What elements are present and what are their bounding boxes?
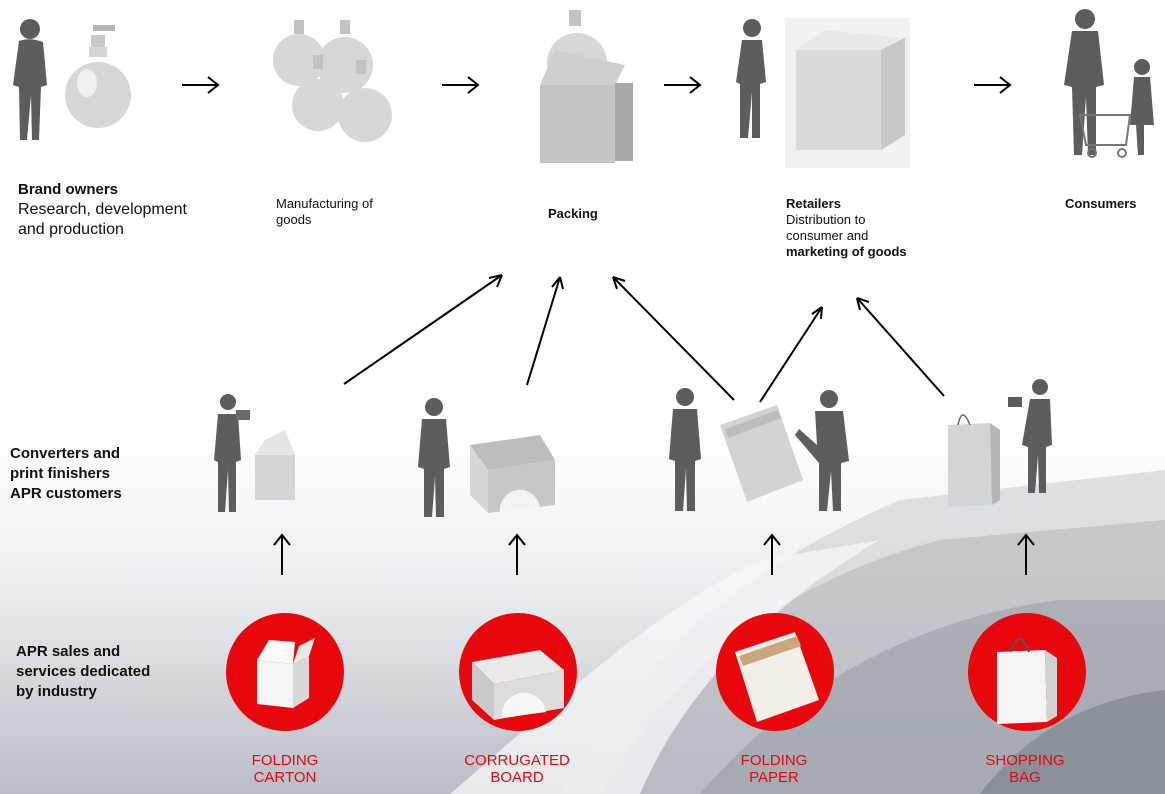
consumers-illustration bbox=[1064, 9, 1154, 158]
stage-description: Manufacturing of goods bbox=[276, 196, 373, 227]
stage-description-line: consumer and bbox=[786, 228, 869, 243]
row-label-line: by industry bbox=[16, 683, 97, 700]
category-shopping-bag: SHOPPING BAG bbox=[945, 752, 1105, 786]
pump-bottle-icon bbox=[65, 25, 131, 128]
row-label-line: Converters and bbox=[10, 445, 121, 462]
stage-packing: Packing bbox=[548, 206, 598, 221]
stage-manufacturing: Manufacturing of goods bbox=[276, 196, 386, 228]
category-label-line: CORRUGATED bbox=[464, 752, 570, 769]
stage-description-line: Distribution to bbox=[786, 212, 866, 227]
flow-arrow-icon bbox=[664, 76, 702, 94]
category-label-line: PAPER bbox=[749, 769, 799, 786]
converter-folding-paper-illustration bbox=[669, 388, 849, 511]
packing-box-illustration bbox=[540, 10, 633, 163]
up-arrow-icon bbox=[763, 533, 781, 575]
brand-owner-illustration bbox=[13, 19, 131, 140]
corrugated-board-circle bbox=[459, 613, 577, 731]
category-folding-carton: FOLDING CARTON bbox=[205, 752, 365, 786]
converter-shopping-bag-illustration bbox=[948, 379, 1052, 507]
retailer-illustration bbox=[736, 18, 910, 168]
row-label-line: APR sales and bbox=[16, 643, 121, 660]
converter-folding-carton-illustration bbox=[214, 394, 295, 512]
up-arrow-icon bbox=[1017, 533, 1035, 575]
flow-arrow-icon bbox=[974, 76, 1012, 94]
person-silhouette-icon bbox=[13, 19, 47, 140]
row-label-line: APR customers bbox=[10, 485, 122, 502]
converters-row-label: Converters and print finishers APR custo… bbox=[10, 444, 122, 504]
stage-brand-owners: Brand owners Research, development and p… bbox=[18, 180, 218, 240]
folding-carton-circle bbox=[226, 613, 344, 731]
sales-row-label: APR sales and services dedicated by indu… bbox=[16, 642, 150, 702]
person-silhouette-icon bbox=[736, 19, 766, 138]
stage-description: Research, development and production bbox=[18, 201, 187, 238]
stage-retailers: Retailers Distribution to consumer and m… bbox=[786, 196, 956, 260]
shopping-bag-circle bbox=[968, 613, 1086, 731]
category-label-line: BAG bbox=[1009, 769, 1041, 786]
converter-corrugated-illustration bbox=[418, 398, 555, 517]
up-arrow-icon bbox=[273, 533, 291, 575]
stage-description-bold: marketing of goods bbox=[786, 244, 907, 259]
row-label-line: print finishers bbox=[10, 465, 111, 482]
flow-arrow-icon bbox=[182, 76, 220, 94]
up-arrow-icon bbox=[508, 533, 526, 575]
category-folding-paper: FOLDING PAPER bbox=[694, 752, 854, 786]
stage-title: Brand owners bbox=[18, 181, 119, 198]
stage-consumers: Consumers bbox=[1065, 196, 1137, 211]
category-corrugated-board: CORRUGATED BOARD bbox=[437, 752, 597, 786]
category-label-line: SHOPPING bbox=[985, 752, 1065, 769]
category-label-line: BOARD bbox=[490, 769, 544, 786]
row-label-line: services dedicated bbox=[16, 663, 151, 680]
shopping-cart-icon bbox=[1078, 114, 1132, 158]
category-label-line: FOLDING bbox=[251, 752, 319, 769]
stage-title: Retailers bbox=[786, 196, 841, 211]
category-label-line: CARTON bbox=[253, 769, 317, 786]
folding-paper-circle bbox=[716, 613, 834, 731]
category-label-line: FOLDING bbox=[740, 752, 808, 769]
manufacturing-bottles-illustration bbox=[273, 20, 392, 142]
flow-arrow-icon bbox=[442, 76, 480, 94]
